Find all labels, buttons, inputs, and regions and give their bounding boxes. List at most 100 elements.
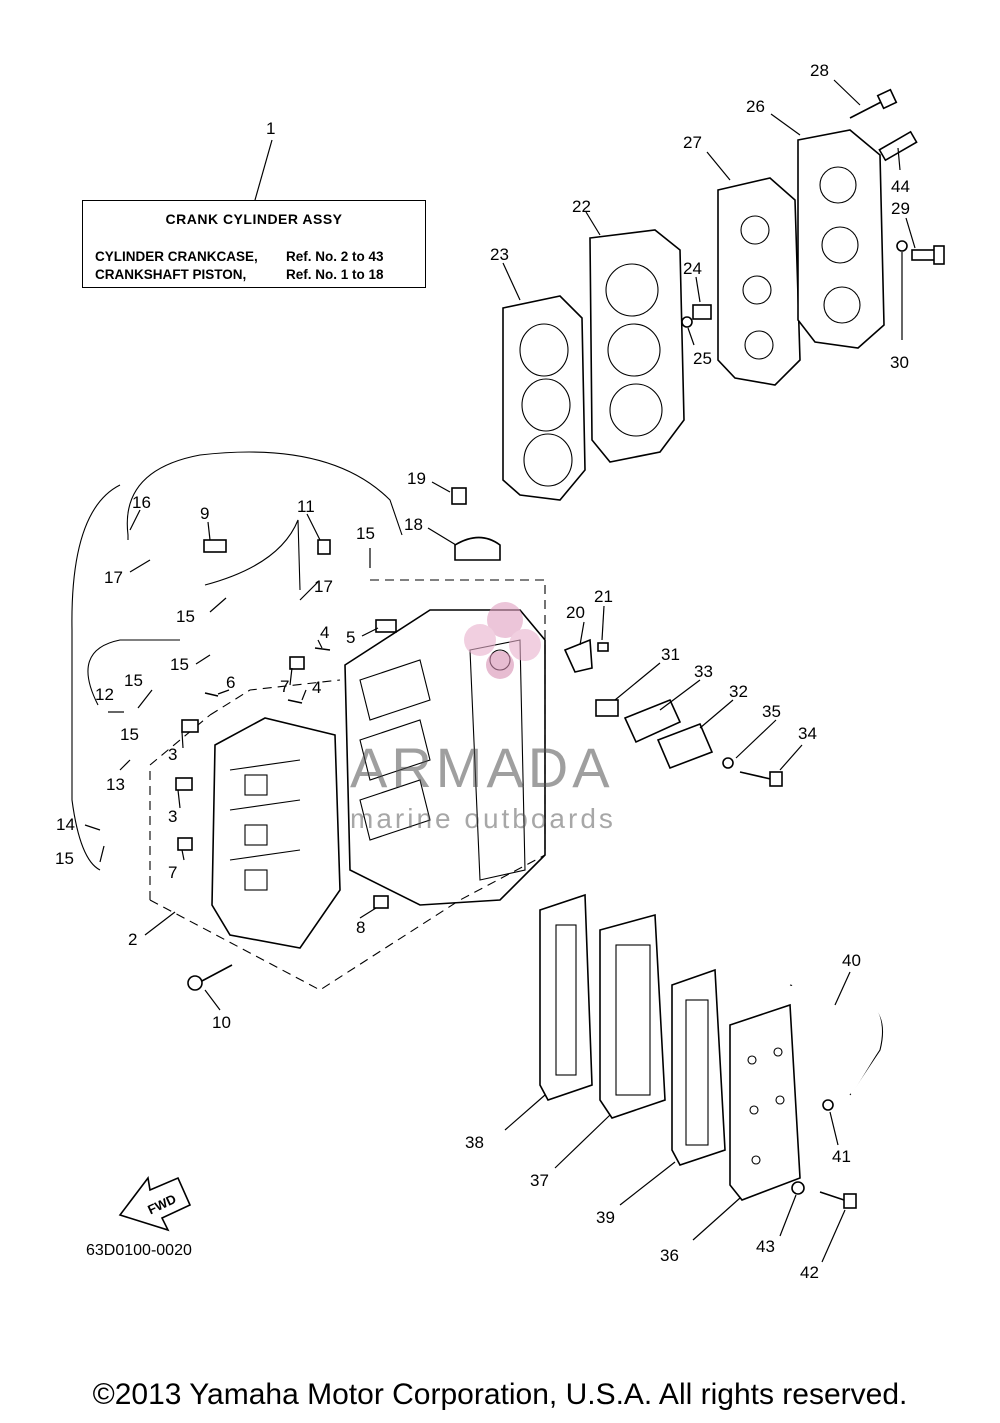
callout-16: 16 <box>132 493 151 512</box>
assembly-reference-box: CRANK CYLINDER ASSY CYLINDER CRANKCASE, … <box>82 200 426 288</box>
washer-35 <box>722 757 734 769</box>
callout-32: 32 <box>729 682 748 701</box>
gasket-39 <box>671 968 726 1166</box>
callout-15f: 15 <box>55 849 74 868</box>
callout-15b: 15 <box>176 607 195 626</box>
callout-42: 42 <box>800 1263 819 1282</box>
washer-43 <box>791 1181 805 1195</box>
gasket-27 <box>717 177 801 386</box>
forward-arrow-icon: FWD <box>118 1176 192 1232</box>
pin-4b <box>287 699 303 704</box>
bolt-10 <box>187 964 233 991</box>
fitting-7b <box>177 837 193 851</box>
watermark-logo-icon <box>464 602 541 679</box>
cover-32 <box>656 722 714 770</box>
callout-7a: 7 <box>280 677 289 696</box>
callout-17a: 17 <box>104 568 123 587</box>
bolt-19 <box>451 487 467 505</box>
callout-1: 1 <box>266 119 275 138</box>
callout-6: 6 <box>226 673 235 692</box>
callout-10: 10 <box>212 1013 231 1032</box>
hose-11-line <box>204 519 301 591</box>
callout-41: 41 <box>832 1147 851 1166</box>
callout-29: 29 <box>891 199 910 218</box>
plate-37 <box>599 913 666 1119</box>
callout-38: 38 <box>465 1133 484 1152</box>
callout-7b: 7 <box>168 863 177 882</box>
callout-15d: 15 <box>124 671 143 690</box>
gasket-33 <box>623 698 682 744</box>
callout-3a: 3 <box>168 745 177 764</box>
pin-6 <box>204 692 219 697</box>
gasket-38 <box>539 893 593 1101</box>
head-cover-26 <box>797 129 885 349</box>
callout-14: 14 <box>56 815 75 834</box>
callout-33: 33 <box>694 662 713 681</box>
hose-16 <box>126 451 403 540</box>
clip-41 <box>822 1099 834 1111</box>
gasket-23 <box>502 295 586 501</box>
callout-25: 25 <box>693 349 712 368</box>
callout-34: 34 <box>798 724 817 743</box>
callout-39: 39 <box>596 1208 615 1227</box>
callout-4a: 4 <box>320 623 329 642</box>
callout-26: 26 <box>746 97 765 116</box>
nut-8 <box>373 895 389 909</box>
callout-21: 21 <box>594 587 613 606</box>
fitting-3b <box>175 777 193 791</box>
callout-3b: 3 <box>168 807 177 826</box>
callout-8: 8 <box>356 918 365 937</box>
diagram-code: 63D0100-0020 <box>86 1242 192 1259</box>
copyright-notice: ©2013 Yamaha Motor Corporation, U.S.A. A… <box>92 1378 908 1411</box>
thermostat-31 <box>595 699 619 717</box>
crankcase-2 <box>211 717 341 949</box>
callout-35: 35 <box>762 702 781 721</box>
assembly-title: CRANK CYLINDER ASSY <box>165 211 343 227</box>
fitting-3a <box>181 719 199 733</box>
hose-16-left <box>71 484 121 631</box>
hose-14 <box>71 630 101 871</box>
callout-5: 5 <box>346 628 355 647</box>
plug-9 <box>203 539 227 553</box>
callout-22: 22 <box>572 197 591 216</box>
bolt-28 <box>849 88 898 119</box>
pin-11 <box>317 539 331 555</box>
bracket-20 <box>563 638 593 673</box>
callout-15c: 15 <box>170 655 189 674</box>
assembly-row-name: CYLINDER CRANKCASE, <box>95 249 258 264</box>
callout-37: 37 <box>530 1171 549 1190</box>
callout-labels: 1 2 3 3 4 4 5 6 7 7 8 9 10 11 12 13 14 1… <box>55 61 910 1282</box>
callout-19: 19 <box>407 469 426 488</box>
assembly-row-ref: Ref. No. 1 to 18 <box>286 267 384 282</box>
callout-18: 18 <box>404 515 423 534</box>
callout-40: 40 <box>842 951 861 970</box>
bolt-42 <box>819 1191 857 1209</box>
callout-43: 43 <box>756 1237 775 1256</box>
callout-28: 28 <box>810 61 829 80</box>
callout-31: 31 <box>661 645 680 664</box>
spark-plug-44 <box>878 130 918 162</box>
callout-9: 9 <box>200 504 209 523</box>
callout-27: 27 <box>683 133 702 152</box>
assembly-row-name: CRANKSHAFT PISTON, <box>95 267 247 282</box>
callout-11: 11 <box>297 497 315 516</box>
fitting-7a <box>289 656 305 670</box>
callout-36: 36 <box>660 1246 679 1265</box>
cylinder-head-22 <box>589 229 685 463</box>
pin-4a <box>314 647 331 651</box>
leader-lines <box>84 79 916 1263</box>
bolt-34 <box>739 771 783 787</box>
callout-30: 30 <box>890 353 909 372</box>
callout-13: 13 <box>106 775 125 794</box>
callout-2: 2 <box>128 930 137 949</box>
exhaust-cover-36 <box>729 1003 801 1201</box>
watermark-brand: ARMADA <box>350 736 614 799</box>
callout-20: 20 <box>566 603 585 622</box>
callout-24: 24 <box>683 259 702 278</box>
callout-44: 44 <box>891 177 910 196</box>
anode-24 <box>692 304 712 320</box>
callout-15e: 15 <box>120 725 139 744</box>
washer-30 <box>896 240 908 252</box>
screw-21 <box>597 642 609 652</box>
